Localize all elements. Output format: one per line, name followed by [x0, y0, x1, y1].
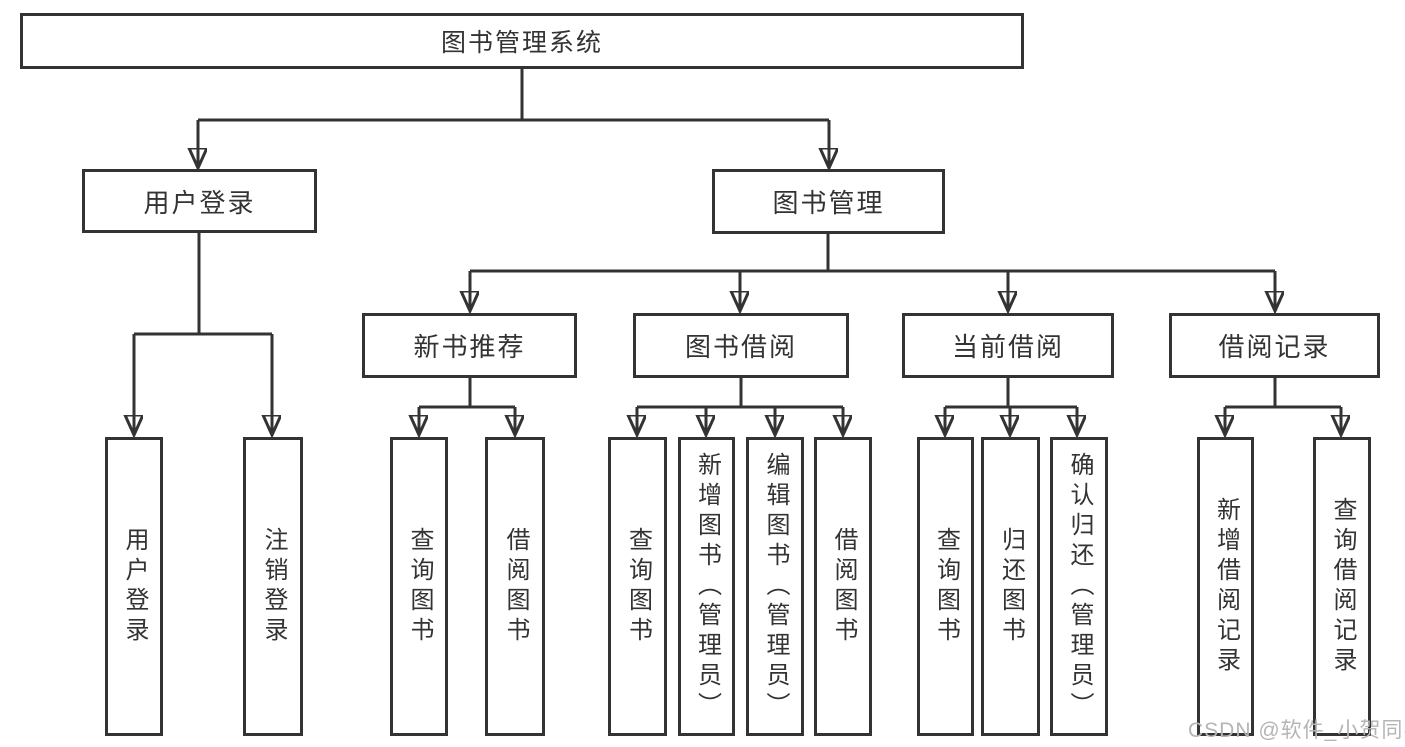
node-book-borrowing: 图书借阅 — [633, 313, 849, 378]
leaf-query-books-recommend: 查询图书 — [390, 437, 448, 736]
leaf-add-borrowing-record: 新增借阅记录 — [1197, 437, 1254, 736]
leaf-borrow-books-recommend: 借阅图书 — [485, 437, 545, 736]
leaf-logout: 注销登录 — [243, 437, 303, 736]
connector-user-login-children — [134, 233, 272, 435]
leaf-query-borrowing-record: 查询借阅记录 — [1313, 437, 1371, 736]
connector-book-management-children — [470, 234, 1275, 311]
leaf-confirm-return-admin: 确认归还（管理员） — [1050, 437, 1108, 736]
leaf-borrow-books-borrowing: 借阅图书 — [814, 437, 872, 736]
connector-current-borrowing-children — [945, 378, 1077, 435]
node-user-login: 用户登录 — [82, 169, 317, 233]
leaf-edit-books-admin: 编辑图书（管理员） — [746, 437, 804, 736]
leaf-user-login: 用户登录 — [105, 437, 163, 736]
leaf-query-books-current: 查询图书 — [917, 437, 974, 736]
node-book-management: 图书管理 — [712, 169, 945, 234]
leaf-return-books: 归还图书 — [981, 437, 1040, 736]
node-borrowing-records: 借阅记录 — [1169, 313, 1380, 378]
leaf-query-books-borrowing: 查询图书 — [608, 437, 667, 736]
node-current-borrowing: 当前借阅 — [902, 313, 1114, 378]
leaf-add-books-admin: 新增图书（管理员） — [678, 437, 735, 736]
node-new-book-recommendation: 新书推荐 — [362, 313, 577, 378]
connector-new-book-recommendation-children — [419, 378, 515, 435]
connector-root-to-level2 — [198, 69, 829, 168]
connector-book-borrowing-children — [637, 378, 843, 435]
node-library-management-system: 图书管理系统 — [20, 13, 1024, 69]
connector-borrowing-records-children — [1225, 378, 1341, 435]
csdn-watermark: CSDN @软件_小贺同学 — [1188, 719, 1405, 742]
